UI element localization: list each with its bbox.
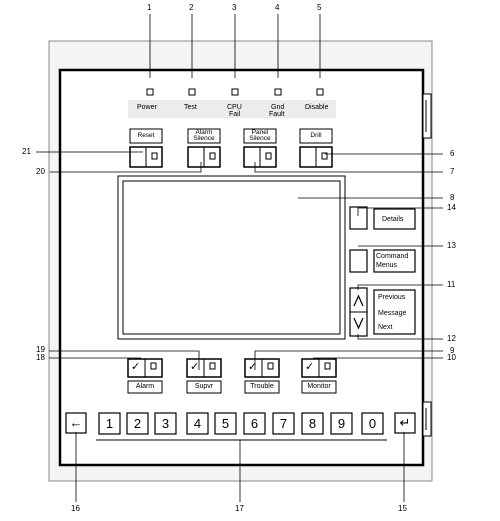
enter-icon: ↵ (399, 415, 411, 430)
callout-16: 16 (71, 504, 80, 513)
key-8[interactable] (301, 412, 324, 435)
monitor-status-button[interactable] (301, 358, 337, 394)
key-1[interactable] (98, 412, 121, 435)
led-label-strip (128, 100, 336, 118)
command-label: Command (376, 253, 409, 260)
panel-silence-label-1: Panel (251, 129, 269, 136)
key-4[interactable] (186, 412, 209, 435)
key-7[interactable] (272, 412, 295, 435)
keypad (65, 412, 416, 441)
alarm-silence-label-1: Alarm (195, 129, 213, 136)
reset-label: Reset (137, 132, 155, 139)
monitor-label: Monitor (307, 383, 331, 390)
key-enter[interactable] (394, 412, 416, 434)
previous-label: Previous (378, 294, 406, 301)
key-2-label: 2 (133, 416, 142, 431)
details-label: Details (382, 216, 404, 223)
key-0-label: 0 (368, 416, 377, 431)
trouble-label: Trouble (250, 383, 274, 390)
callout-15: 15 (398, 504, 407, 513)
led-label-cpu-2: Fail (229, 111, 241, 118)
key-8-label: 8 (308, 416, 317, 431)
command-menus-button[interactable] (349, 249, 416, 273)
callout-10: 10 (447, 353, 456, 362)
supvr-status-button[interactable] (186, 358, 222, 394)
message-scroll-buttons[interactable] (349, 287, 416, 337)
key-4-label: 4 (193, 416, 202, 431)
led-disable (316, 88, 324, 96)
callout-1: 1 (147, 3, 152, 12)
check-icon: ✓ (131, 361, 141, 373)
hinge-bottom (422, 401, 432, 437)
message-label: Message (378, 310, 407, 317)
alarm-status-button[interactable] (127, 358, 163, 394)
led-cpu-fail (231, 88, 239, 96)
led-test (188, 88, 196, 96)
check-icon: ✓ (190, 361, 200, 373)
chevron-down-icon[interactable] (353, 317, 364, 330)
led-label-cpu: CPU (227, 104, 242, 111)
alarm-silence-label-2: Silence (193, 135, 215, 142)
key-9-label: 9 (337, 416, 346, 431)
led-power (146, 88, 154, 96)
callout-4: 4 (275, 3, 280, 12)
alarm-silence-button[interactable] (187, 128, 221, 168)
callout-13: 13 (447, 241, 456, 250)
callout-20: 20 (36, 167, 45, 176)
chevron-up-icon[interactable] (353, 294, 364, 307)
check-icon: ✓ (248, 361, 258, 373)
callout-11: 11 (447, 280, 456, 289)
led-gnd-fault (274, 88, 282, 96)
callout-17: 17 (235, 504, 244, 513)
check-icon: ✓ (305, 361, 315, 373)
callout-6: 6 (450, 149, 455, 158)
callout-7: 7 (450, 167, 455, 176)
key-3-label: 3 (161, 416, 170, 431)
led-label-gnd-2: Fault (269, 111, 285, 118)
key-7-label: 7 (279, 416, 288, 431)
menus-label: Menus (376, 262, 398, 269)
key-3[interactable] (154, 412, 177, 435)
callout-14: 14 (447, 203, 456, 212)
key-5-label: 5 (221, 416, 230, 431)
hinge-top (422, 93, 432, 139)
led-label-test: Test (184, 104, 197, 111)
key-0[interactable] (361, 412, 384, 435)
drill-label: Drill (310, 132, 322, 139)
key-6-label: 6 (250, 416, 259, 431)
key-9[interactable] (330, 412, 353, 435)
callout-18: 18 (36, 353, 45, 362)
supvr-label: Supvr (194, 383, 214, 390)
led-label-disable: Disable (305, 104, 329, 111)
callout-3: 3 (232, 3, 237, 12)
callout-lines (36, 14, 443, 502)
led-label-gnd: Gnd (271, 104, 285, 111)
panel-silence-label-2: Silence (249, 135, 271, 142)
callout-19: 19 (36, 345, 45, 354)
alarm-label: Alarm (135, 383, 155, 390)
callout-2: 2 (189, 3, 194, 12)
callout-5: 5 (317, 3, 322, 12)
drill-button[interactable] (299, 128, 333, 168)
key-1-label: 1 (105, 416, 114, 431)
next-label: Next (378, 324, 393, 331)
back-icon: ← (69, 415, 83, 430)
callout-21: 21 (22, 147, 31, 156)
key-5[interactable] (214, 412, 237, 435)
trouble-status-button[interactable] (244, 358, 280, 394)
callout-8: 8 (450, 193, 455, 202)
led-label-power: Power (137, 104, 157, 111)
key-2[interactable] (126, 412, 149, 435)
details-button[interactable] (349, 206, 416, 230)
callout-12: 12 (447, 334, 456, 343)
key-6[interactable] (243, 412, 266, 435)
panel-silence-button[interactable] (243, 128, 277, 168)
callout-9: 9 (450, 346, 455, 355)
